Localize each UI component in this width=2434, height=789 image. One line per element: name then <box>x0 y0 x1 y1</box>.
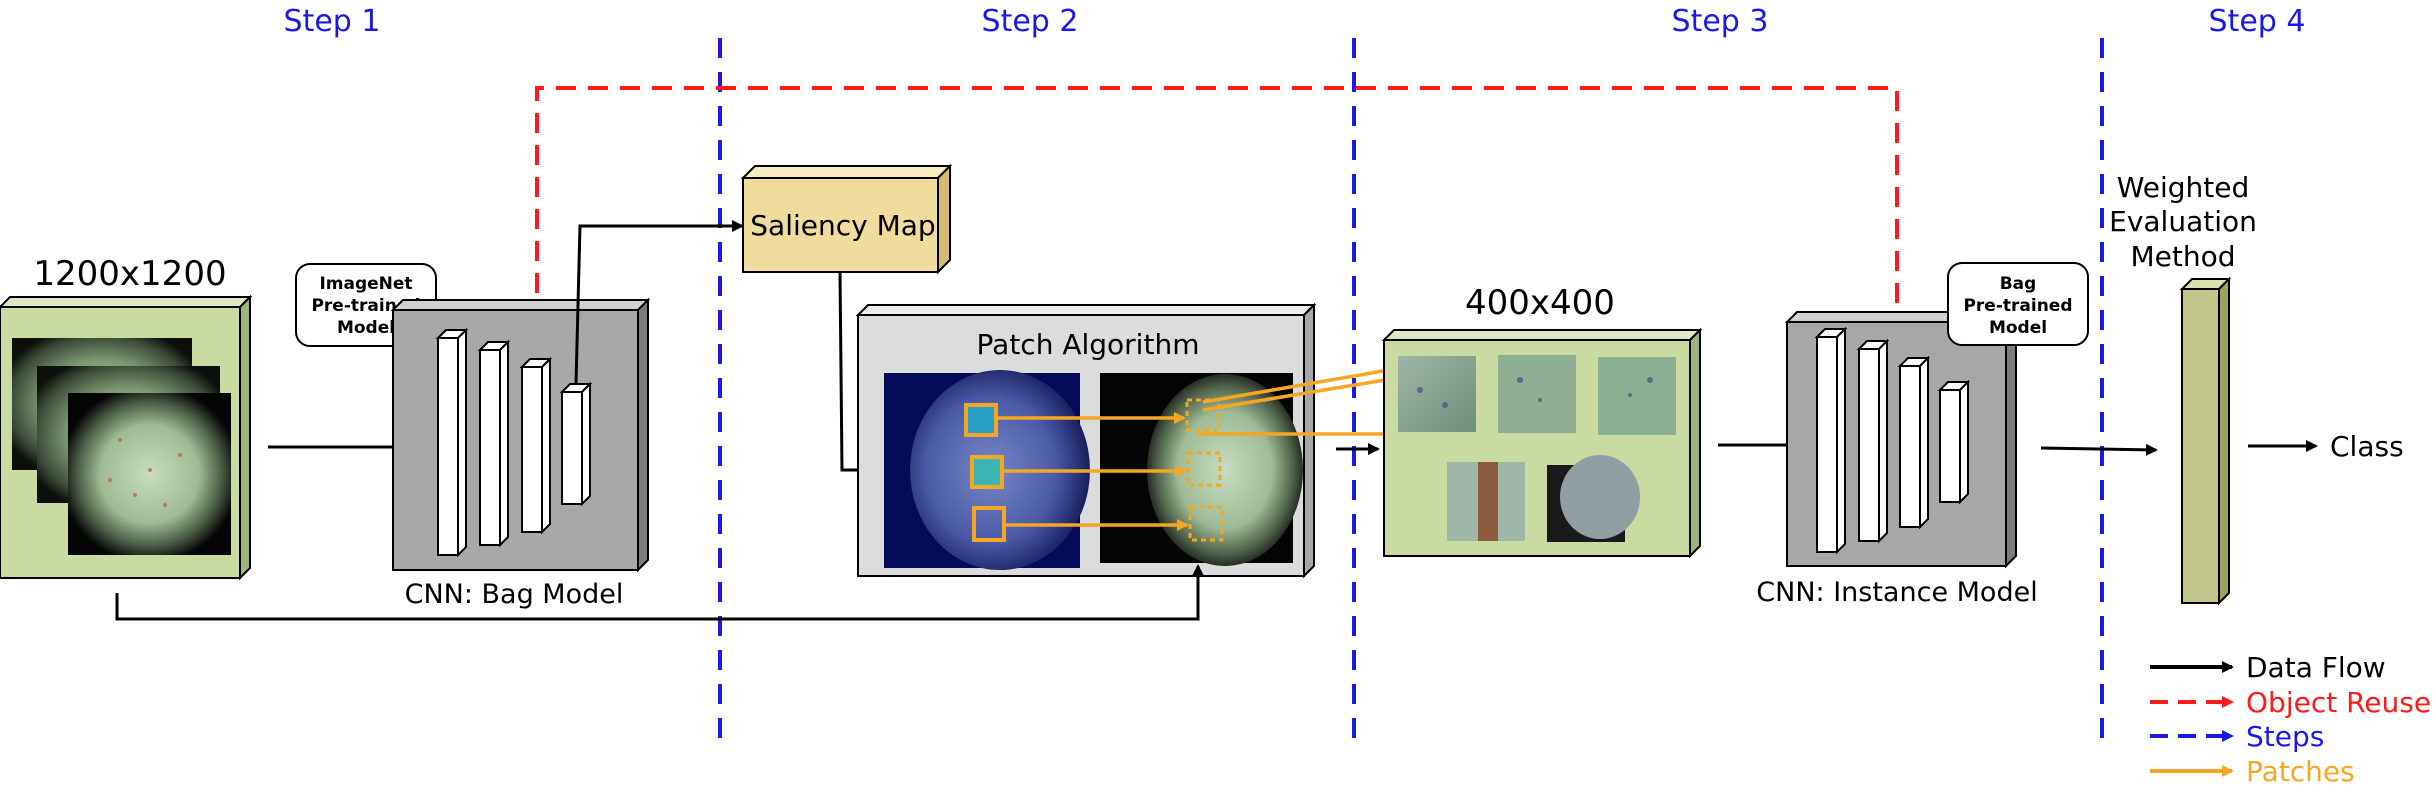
legend-patches-label: Patches <box>2246 755 2355 788</box>
legend-object-reuse-label: Object Reuse <box>2246 686 2431 719</box>
input-image-stack <box>0 294 253 581</box>
weighted-label-line-3: Method <box>2130 240 2235 273</box>
input-image-3 <box>68 393 231 555</box>
patch-thumb-3 <box>1598 357 1676 435</box>
instance-model-cnn <box>1784 309 2019 569</box>
bag-model-cnn <box>390 297 651 573</box>
step-4-title: Step 4 <box>2209 4 2306 39</box>
imagenet-badge-line-1: ImageNet <box>319 274 412 294</box>
flow-bag-to-saliency <box>574 220 744 385</box>
step-dividers <box>718 38 2104 740</box>
instance-model-label: CNN: Instance Model <box>1756 577 2037 608</box>
bag-model-layers <box>435 327 593 558</box>
step-3-title: Step 3 <box>1672 4 1769 39</box>
object-reuse-path <box>535 86 1909 329</box>
bag-badge: Bag Pre-trained Model <box>1947 262 2089 346</box>
patch-thumb-2 <box>1498 355 1576 433</box>
patch-thumb-1 <box>1398 356 1476 432</box>
legend-steps-label: Steps <box>2246 720 2324 753</box>
legend: Data Flow Object Reuse Steps Patches <box>2150 651 2431 788</box>
weighted-evaluation-block <box>2179 276 2232 606</box>
instance-model-layers <box>1814 326 1971 555</box>
weighted-label-line-2: Evaluation <box>2109 205 2257 238</box>
patch-transfer-arrows <box>996 412 1189 531</box>
patch-size-label: 400x400 <box>1465 283 1615 323</box>
source-patch-boxes <box>1185 398 1224 542</box>
bag-badge-line-3: Model <box>1989 318 2047 338</box>
patch-algorithm-label: Patch Algorithm <box>977 328 1200 361</box>
weighted-label-line-1: Weighted <box>2117 171 2250 204</box>
bag-badge-line-1: Bag <box>2000 274 2037 294</box>
patch-algorithm-box: Patch Algorithm <box>855 302 1317 579</box>
saliency-map-box: Saliency Map <box>740 163 953 275</box>
step-1-title: Step 1 <box>284 4 381 39</box>
bag-badge-line-2: Pre-trained <box>1963 296 2072 316</box>
flow-input-to-patch <box>115 564 1204 621</box>
patches-panel <box>1381 327 1703 559</box>
input-size-label: 1200x1200 <box>33 254 226 294</box>
saliency-map-label: Saliency Map <box>750 209 935 242</box>
flow-instance-to-weighted <box>2040 443 2158 456</box>
step-2-title: Step 2 <box>982 4 1079 39</box>
bag-model-label: CNN: Bag Model <box>405 579 624 610</box>
class-label: Class <box>2330 430 2404 463</box>
legend-data-flow-label: Data Flow <box>2246 651 2386 684</box>
imagenet-badge-line-3: Model <box>337 318 395 338</box>
